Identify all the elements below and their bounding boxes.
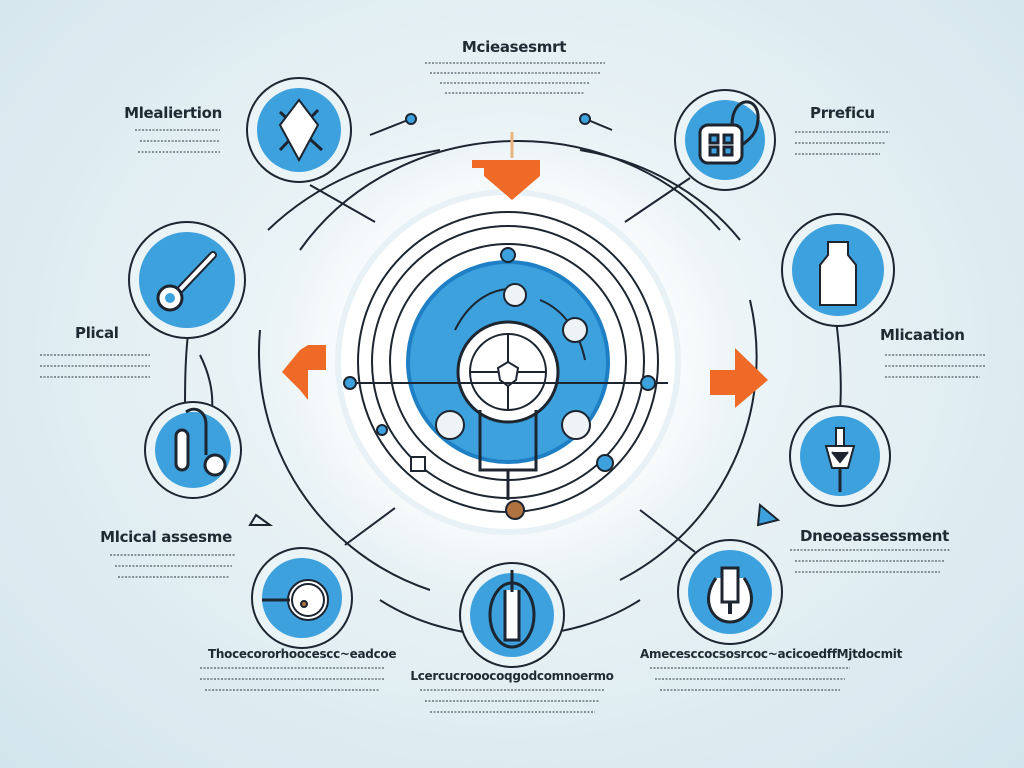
label-top: Mcieasesmrt <box>461 38 567 56</box>
arrow-top <box>472 160 540 200</box>
bottle-icon <box>819 241 857 306</box>
node-medical-kit <box>674 89 776 191</box>
clip-icon <box>174 407 227 477</box>
label-mid-left: Plical <box>75 324 119 342</box>
decorative-pins <box>248 113 781 527</box>
stethoscope-icon <box>262 579 329 621</box>
arrow-right <box>710 348 768 408</box>
faucet-icon <box>707 566 753 624</box>
node-test-tube <box>459 562 565 668</box>
label-bottom-left: Thocecororhoocescc~eadcoe <box>208 647 397 661</box>
label-bottom-center: Lcercucrooocoqgodcomnoermo <box>410 669 614 683</box>
node-faucet <box>677 539 783 645</box>
label-lower-left: Mlcical assesme <box>100 528 232 546</box>
node-compass <box>246 77 352 183</box>
label-top-right: Prreficu <box>810 104 875 122</box>
label-mid-right: Mlicaation <box>880 326 965 344</box>
arrow-left <box>282 345 326 400</box>
medical-kit-icon <box>698 100 760 165</box>
node-bottle <box>781 213 895 327</box>
node-syringe <box>789 405 891 507</box>
caption-lines <box>40 62 985 713</box>
syringe-icon <box>824 427 856 492</box>
node-clip <box>144 401 242 499</box>
label-bottom-right: Amecesccocsosrcoc~acicoedffMjtdocmit <box>640 647 903 661</box>
node-wrench <box>128 221 246 339</box>
connectors <box>184 177 842 553</box>
label-top-left: Mlealiertion <box>124 104 222 122</box>
node-stethoscope <box>251 547 353 649</box>
center-hub <box>335 189 681 535</box>
compass-icon <box>278 98 324 163</box>
test-tube-icon <box>488 570 536 649</box>
wrench-icon <box>156 251 217 312</box>
label-lower-right: Dneoeassessment <box>800 527 949 545</box>
orange-arrows <box>282 160 768 408</box>
